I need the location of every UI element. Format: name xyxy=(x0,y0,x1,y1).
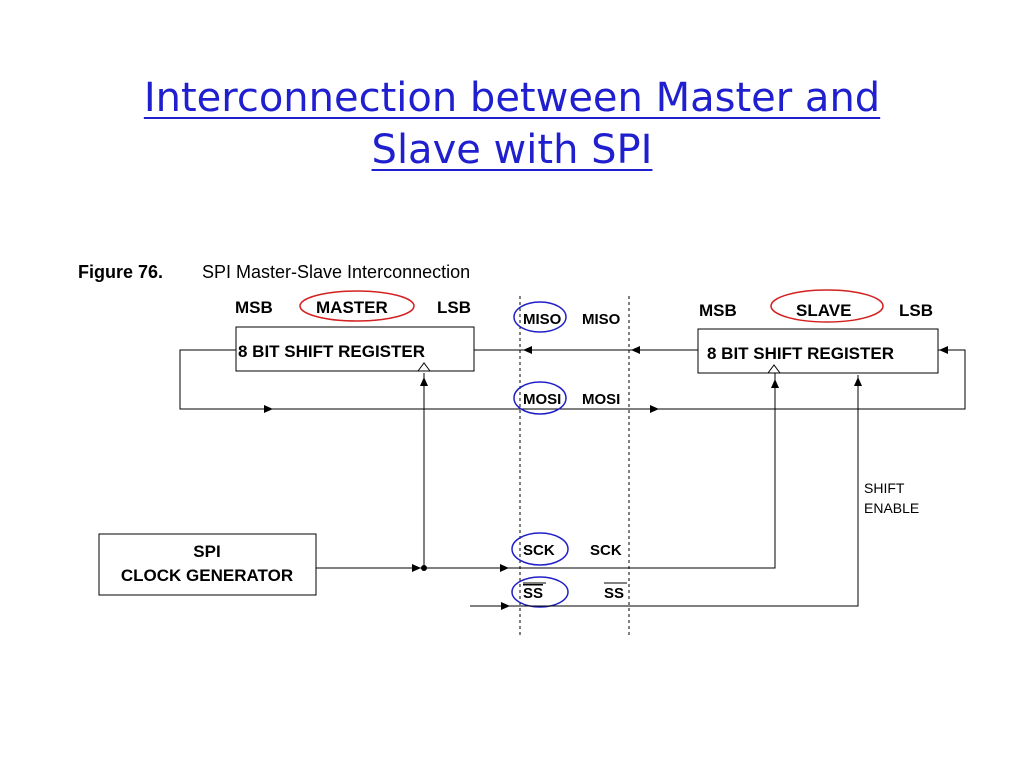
slave-shift-register xyxy=(697,328,939,374)
sck-arrow-mid xyxy=(500,564,509,572)
miso-left-label: MISO xyxy=(523,311,562,328)
master-loop-line xyxy=(179,349,966,410)
slide-title: Interconnection between Master and Slave… xyxy=(0,72,1024,176)
slave-lsb-label: LSB xyxy=(899,301,933,320)
clock-generator-line1: SPI xyxy=(193,542,220,561)
slave-label: SLAVE xyxy=(796,301,851,320)
miso-arrow-1 xyxy=(631,346,640,354)
master-msb-label: MSB xyxy=(235,298,273,317)
mosi-arrow-2 xyxy=(650,405,659,413)
master-highlight-ellipse xyxy=(299,290,415,322)
sck-left-label: SCK xyxy=(523,542,555,559)
ss-line xyxy=(470,375,859,607)
slave-ss-arrow xyxy=(854,377,862,386)
shift-enable-line1: SHIFT xyxy=(864,480,905,496)
sck-highlight-ellipse xyxy=(511,532,569,566)
mosi-highlight-ellipse xyxy=(513,381,567,415)
sck-arrow-in xyxy=(412,564,421,572)
ss-left-label: SS xyxy=(523,585,543,602)
miso-highlight-ellipse xyxy=(513,301,567,333)
ss-highlight-ellipse xyxy=(511,576,569,608)
slave-highlight-ellipse xyxy=(770,289,884,323)
slave-input-arrow xyxy=(939,346,948,354)
clock-generator-box xyxy=(98,533,317,596)
mosi-right-label: MOSI xyxy=(582,391,620,408)
ss-right-label: SS xyxy=(604,585,624,602)
master-clock-notch xyxy=(417,362,431,372)
sck-right-label: SCK xyxy=(590,542,622,559)
ss-arrow-in xyxy=(501,602,510,610)
master-clock-arrow xyxy=(420,377,428,386)
miso-right-label: MISO xyxy=(582,311,621,328)
mosi-left-label: MOSI xyxy=(523,391,561,408)
miso-arrow-2 xyxy=(523,346,532,354)
master-register-label: 8 BIT SHIFT REGISTER xyxy=(238,342,425,361)
slave-register-label: 8 BIT SHIFT REGISTER xyxy=(707,344,894,363)
master-label: MASTER xyxy=(316,298,388,317)
figure-caption: SPI Master-Slave Interconnection xyxy=(202,262,470,282)
slide-title-line2: Slave with SPI xyxy=(371,127,653,173)
slave-msb-label: MSB xyxy=(699,301,737,320)
figure-number: Figure 76. xyxy=(78,262,163,282)
master-lsb-label: LSB xyxy=(437,298,471,317)
clock-generator-line2: CLOCK GENERATOR xyxy=(121,566,293,585)
slide-title-line1: Interconnection between Master and xyxy=(143,75,881,121)
shift-enable-line2: ENABLE xyxy=(864,500,919,516)
sck-line xyxy=(316,373,776,569)
slave-clock-arrow xyxy=(771,379,779,388)
slave-clock-notch xyxy=(767,364,781,374)
master-shift-register xyxy=(235,326,475,372)
mosi-arrow-1 xyxy=(264,405,273,413)
